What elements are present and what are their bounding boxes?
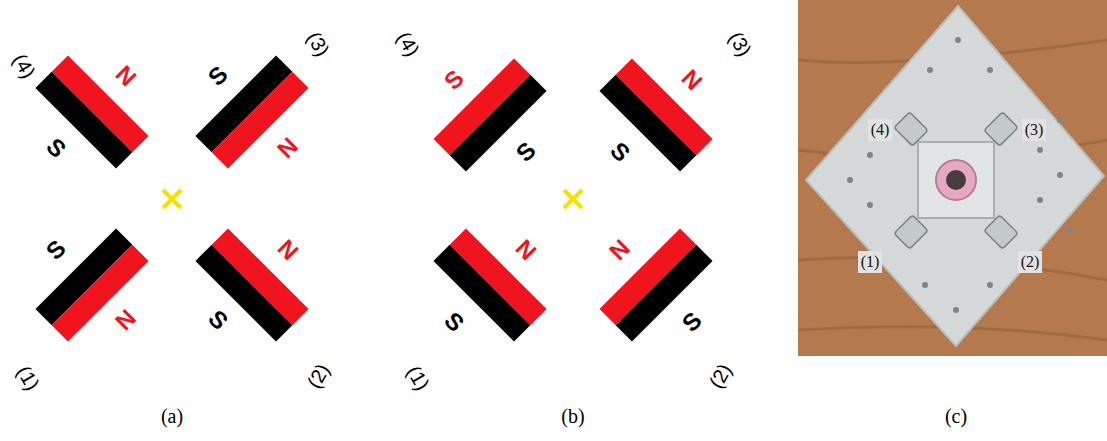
south-stripe (616, 245, 713, 342)
magnet (35, 228, 148, 341)
pole-letter: S (42, 134, 70, 162)
panel-caption: (a) (161, 406, 183, 426)
photo-label-box: (2) (1018, 251, 1043, 273)
callout-number: (4) (9, 50, 39, 81)
photo-label-box: (1) (858, 251, 883, 273)
magnet (195, 228, 308, 341)
callout-number: (2) (303, 360, 333, 391)
center-mark (564, 190, 582, 208)
black-stripe (450, 75, 547, 172)
pole-letter: S (440, 66, 468, 94)
photo-label: (2) (1021, 253, 1040, 270)
pole-letter: N (511, 235, 540, 264)
center-mark (163, 190, 181, 208)
pole-letter: S (204, 306, 232, 334)
photo-label: (4) (871, 121, 890, 138)
photo-label-box: (4) (868, 119, 893, 141)
callout-number: (1) (13, 362, 43, 393)
photo-label: (3) (1025, 121, 1044, 138)
callout-number: (3) (725, 28, 755, 59)
callout-number: (4) (393, 28, 423, 59)
south-stripe (195, 245, 292, 342)
pole-letter: S (440, 308, 468, 336)
pole-letter: S (204, 62, 232, 90)
pole-letter: S (512, 138, 540, 166)
pole-letter: N (677, 65, 706, 94)
magnet (35, 55, 148, 168)
pole-letter: S (606, 138, 634, 166)
center-block (918, 142, 994, 218)
magnet (599, 228, 712, 341)
magnet (433, 58, 546, 171)
north-stripe (52, 245, 149, 342)
pole-letter: S (678, 308, 706, 336)
callout-number: (1) (403, 362, 433, 393)
pole-letter: N (273, 133, 302, 162)
south-stripe (35, 72, 132, 169)
sample-ring (936, 160, 976, 200)
magnet (433, 228, 546, 341)
wood-background (798, 0, 1107, 356)
pole-letter: N (111, 305, 140, 334)
photo-label: (1) (861, 253, 880, 270)
callout-number: (2) (705, 360, 735, 391)
magnet (599, 58, 712, 171)
panel-caption: (c) (945, 406, 967, 426)
photo-label-box: (3) (1022, 119, 1047, 141)
plate-holes (847, 37, 1073, 313)
mounting-plate (806, 6, 1104, 346)
magnet-clamps (894, 112, 1018, 249)
pole-letter: N (111, 61, 140, 90)
pole-letter: N (273, 235, 302, 264)
north-stripe (212, 72, 309, 169)
south-stripe (599, 75, 696, 172)
south-stripe (433, 245, 530, 342)
pole-letter: N (605, 235, 634, 264)
sample-bore (946, 170, 966, 190)
magnet (195, 55, 308, 168)
panel-caption: (b) (561, 406, 584, 426)
pole-letter: S (42, 236, 70, 264)
callout-number: (3) (303, 28, 333, 59)
